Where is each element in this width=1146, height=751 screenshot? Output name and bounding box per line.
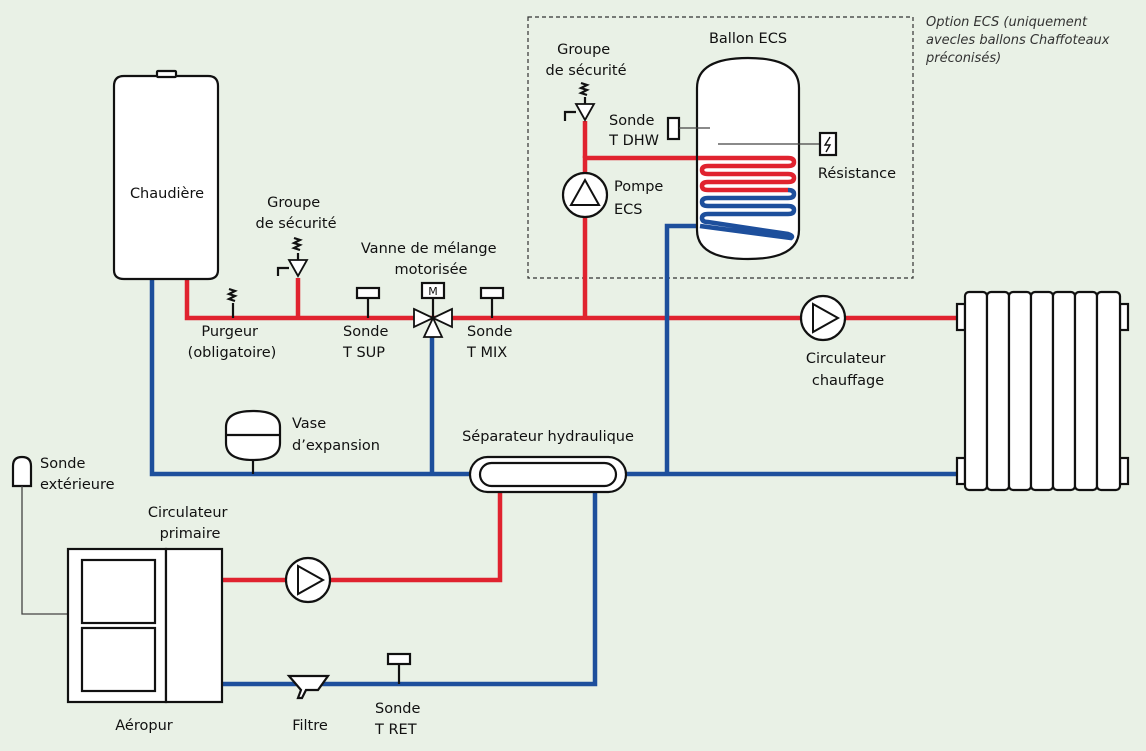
ecs-cold-coil: [699, 187, 797, 241]
ecs-safety-valve-icon: [563, 81, 596, 122]
primary-circulator-label: Circulateur primaire: [148, 505, 232, 542]
sensor-tmix-label: Sonde T MIX: [466, 324, 517, 361]
sensor-tsup-label: Sonde T SUP: [342, 324, 393, 361]
expansion-vessel-label: Vase d’expansion: [292, 416, 380, 454]
hydraulic-separator-icon: [468, 455, 628, 494]
heat-pump-label: Aéropur: [115, 718, 172, 734]
ecs-tank-icon: [695, 56, 801, 261]
ecs-hot-coil: [698, 155, 797, 193]
sensor-tdhw-icon: [666, 116, 710, 141]
ecs-tank-label: Ballon ECS: [709, 31, 787, 47]
heat-pump-unit: [66, 547, 224, 704]
boiler: Chaudière: [112, 69, 220, 281]
sensor-tret-icon: [386, 652, 412, 684]
air-vent-icon: [226, 287, 238, 318]
filter-label: Filtre: [292, 718, 328, 734]
motor-letter: M: [428, 285, 438, 298]
ecs-pump-icon: [561, 171, 609, 219]
heating-circulator-icon: [799, 294, 847, 342]
outdoor-sensor-icon: [11, 455, 79, 615]
ecs-option-frame: [527, 16, 914, 279]
mixing-valve-icon: M: [413, 281, 453, 338]
heating-element-icon: [718, 131, 838, 157]
filter-icon: [286, 674, 331, 700]
primary-circulator-icon: [284, 556, 332, 604]
sensor-tmix-icon: [479, 286, 505, 318]
purgeur-label: Purgeur (obligatoire): [188, 324, 277, 361]
safety-group-label: Groupe de sécurité: [256, 195, 337, 232]
expansion-vessel-icon: [224, 409, 282, 474]
sensor-tdhw-label: Sonde T DHW: [608, 113, 659, 149]
safety-valve-icon: [276, 236, 309, 278]
sensor-tsup-icon: [355, 286, 381, 318]
hydraulic-separator-label: Séparateur hydraulique: [462, 429, 634, 445]
outdoor-sensor-label: Sonde extérieure: [40, 456, 115, 493]
ecs-safety-group-label: Groupe de sécurité: [546, 42, 627, 79]
boiler-label: Chaudière: [130, 186, 204, 202]
cold-pipes: [149, 223, 960, 687]
heating-element-label: Résistance: [818, 166, 896, 182]
sensor-tret-label: Sonde T RET: [374, 701, 425, 738]
heating-circulator-label: Circulateur chauffage: [806, 351, 890, 389]
ecs-option-note: Option ECS (uniquement avecles ballons C…: [925, 15, 1114, 66]
ecs-pump-label: Pompe ECS: [614, 179, 668, 218]
mixing-valve-label: Vanne de mélange motorisée: [361, 241, 501, 278]
radiator-icon: [955, 290, 1130, 492]
